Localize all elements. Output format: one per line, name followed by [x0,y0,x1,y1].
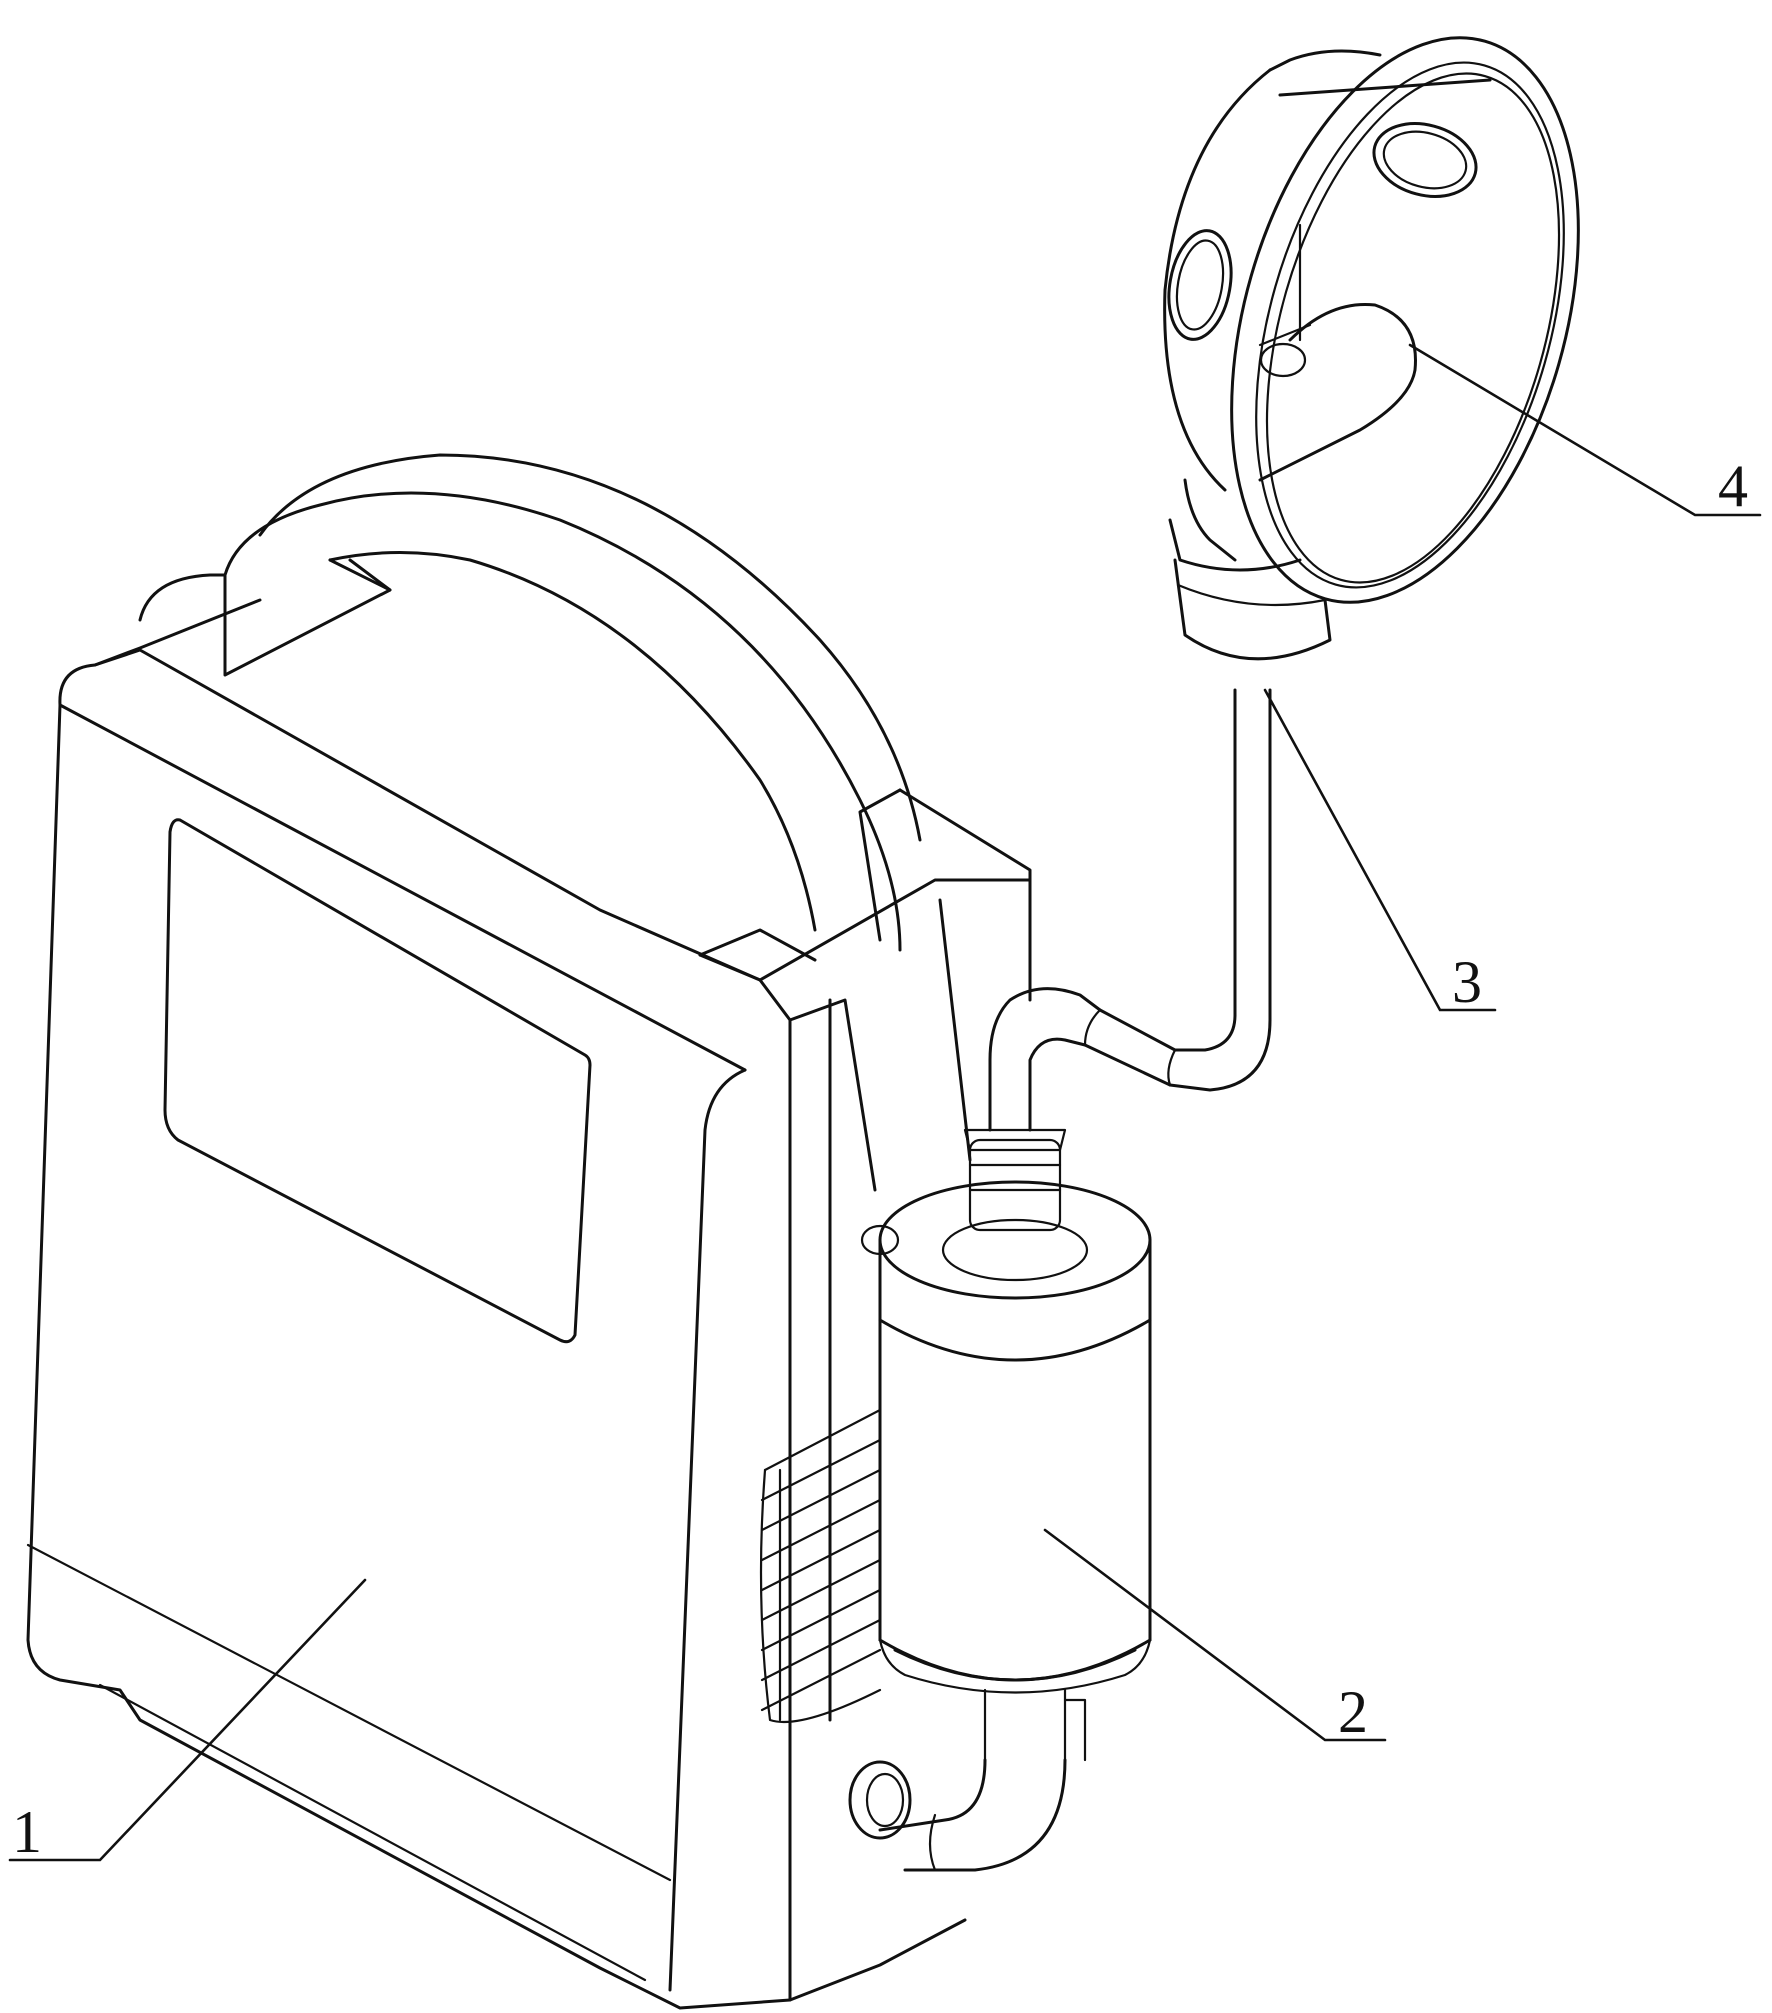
ventilation-grille [759,1408,882,1724]
leader-line-4 [1408,343,1762,517]
part-label-3: 3 [1452,949,1482,1015]
lower-elbow-tube [848,1758,1067,1872]
part-label-2: 2 [1338,1679,1368,1745]
face-mask [1163,36,1580,661]
part-label-1: 1 [12,1799,42,1865]
connection-tube [988,688,1272,1132]
part-label-4: 4 [1718,453,1748,519]
leader-line-3 [1263,688,1497,1012]
part-labels: 1 2 3 4 [12,453,1748,1865]
main-unit-housing [26,598,1032,2010]
leader-line-1 [8,1578,367,1862]
carrying-handle [138,453,922,982]
leader-line-2 [1043,1528,1387,1742]
display-window [163,818,592,1344]
filter-canister [860,1128,1152,1762]
leader-lines [8,343,1762,1862]
